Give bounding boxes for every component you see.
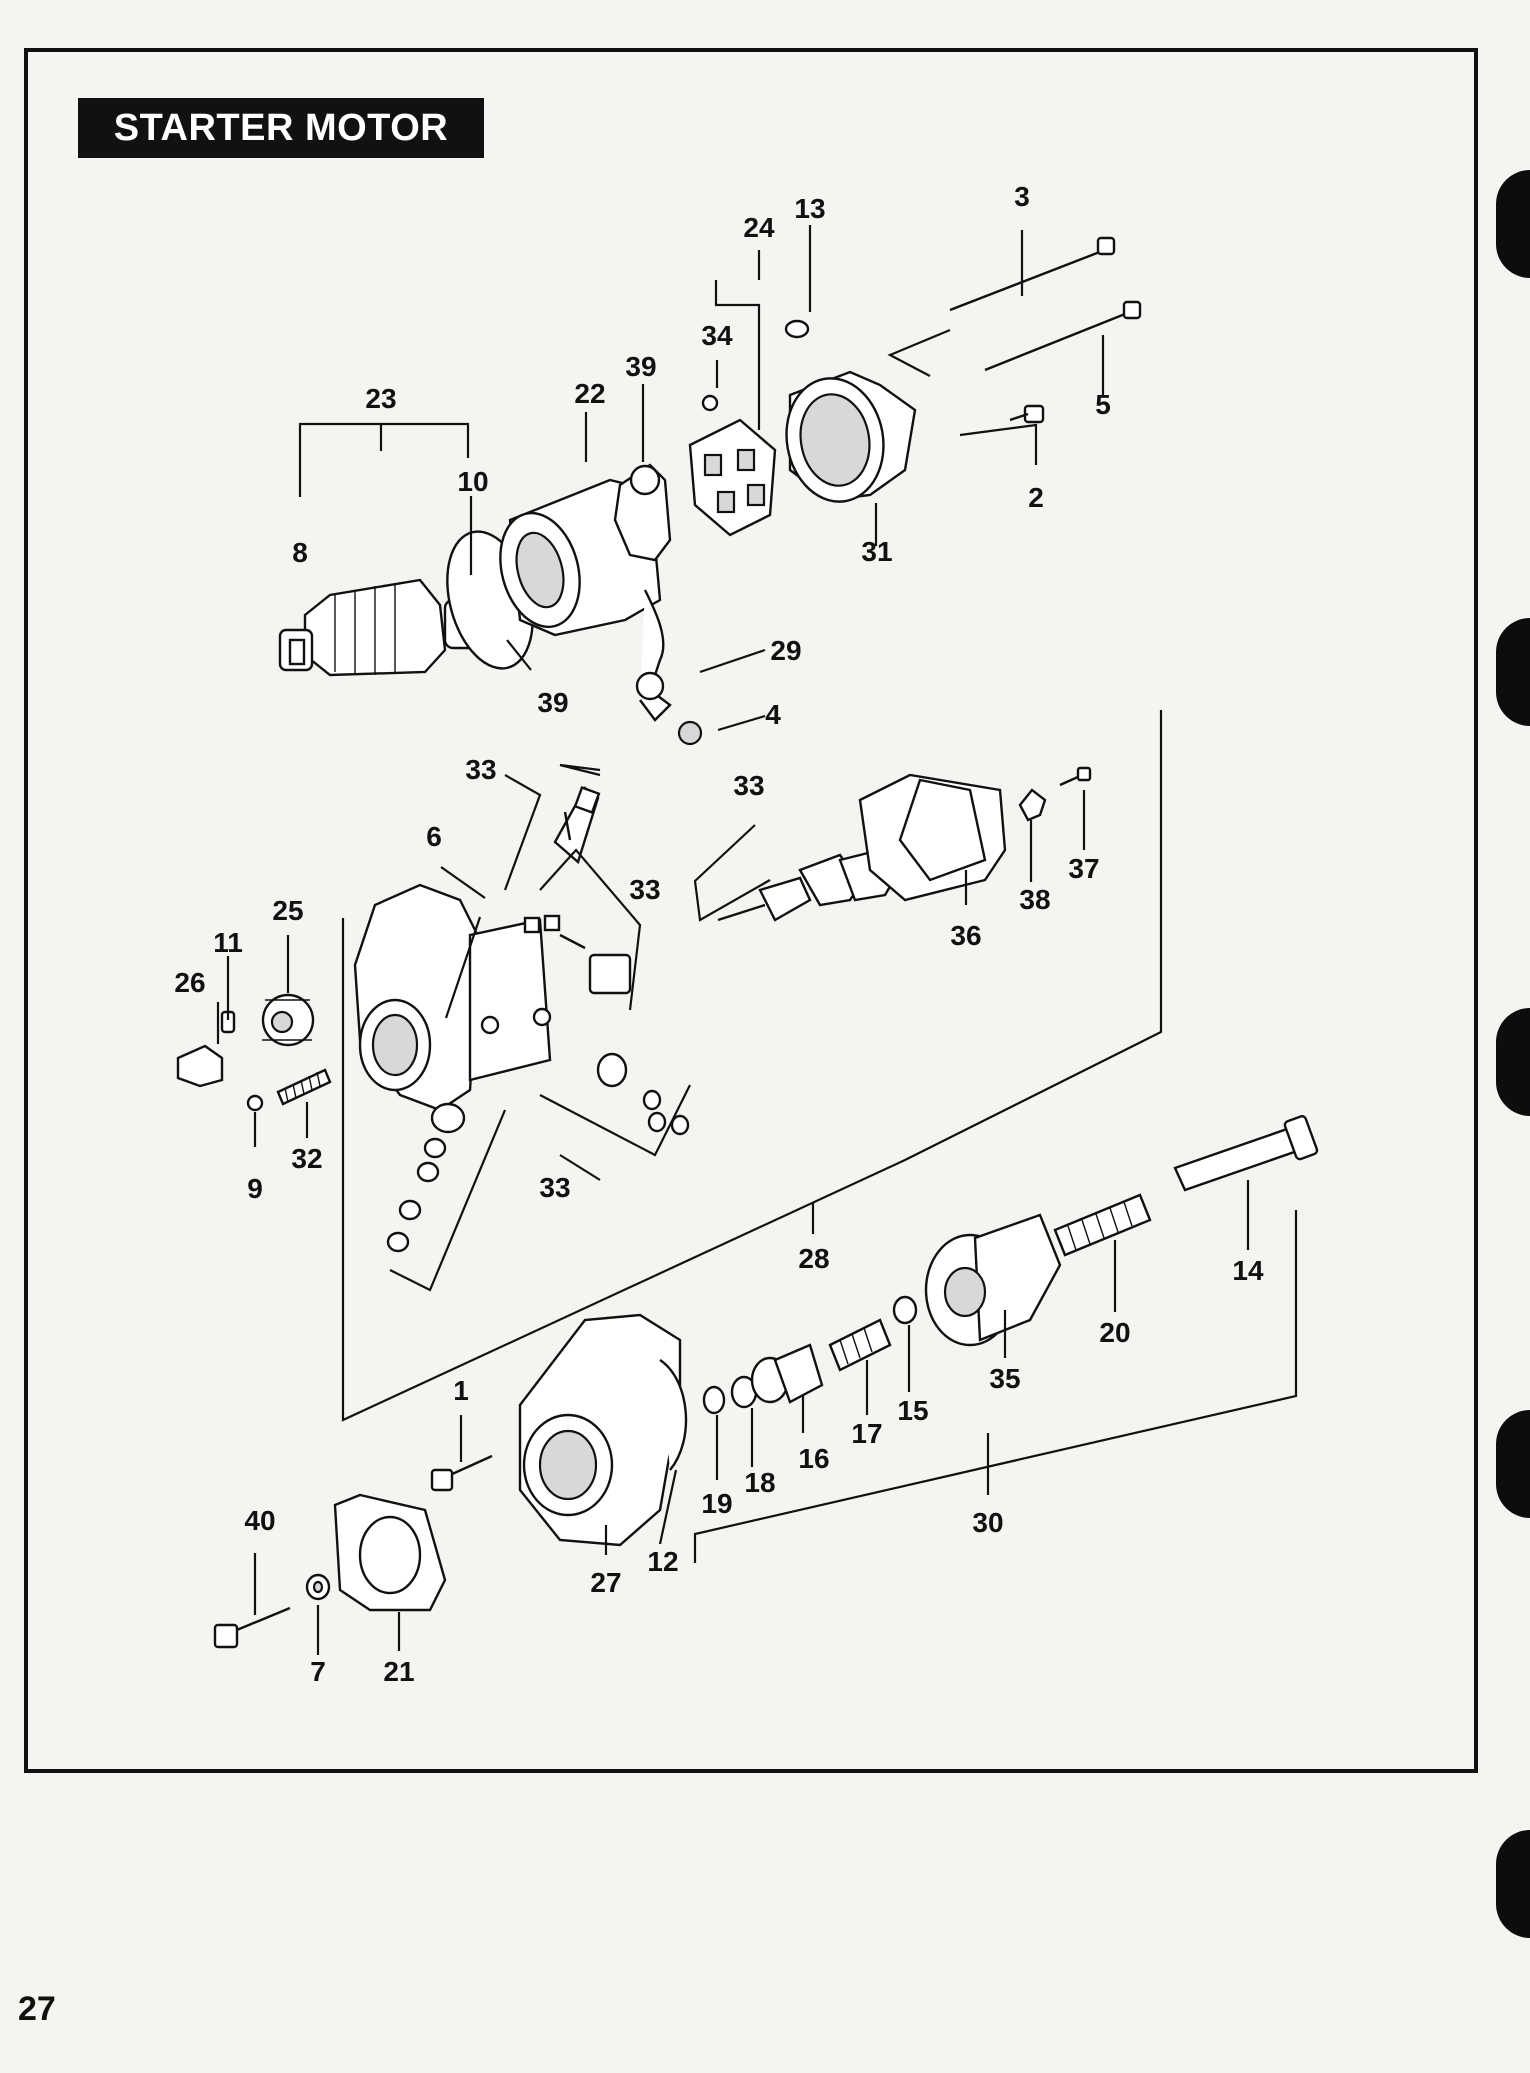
pinion-spring-part: [828, 1318, 892, 1372]
leader-lines: [216, 225, 1298, 1655]
callout-4: 4: [765, 699, 781, 730]
callout-25: 25: [272, 895, 303, 926]
through-bolt-part: [949, 236, 1142, 424]
callout-29: 29: [770, 635, 801, 666]
compression-spring-part: [276, 1068, 332, 1106]
callout-33-c: 33: [629, 874, 660, 905]
callout-27: 27: [590, 1567, 621, 1598]
idler-retainer-part: [176, 1044, 224, 1088]
return-spring-part: [1053, 1193, 1152, 1257]
washer-part: [305, 1573, 331, 1601]
callout-5: 5: [1095, 389, 1111, 420]
callout-39-a: 39: [625, 351, 656, 382]
callout-36: 36: [950, 920, 981, 951]
callout-2: 2: [1028, 482, 1044, 513]
callout-37: 37: [1068, 853, 1099, 884]
brush-holder-part: [688, 394, 777, 537]
clip-part: [1018, 788, 1047, 822]
callout-40: 40: [244, 1505, 275, 1536]
callout-12: 12: [647, 1546, 678, 1577]
edge-tab-marker: [1496, 1410, 1530, 1518]
callout-14: 14: [1232, 1255, 1264, 1286]
callout-33-d: 33: [539, 1172, 570, 1203]
callout-1: 1: [453, 1375, 469, 1406]
gasket-part: [333, 1493, 447, 1612]
pinion-shaft-part: [1173, 1115, 1319, 1192]
diagram-frame: [24, 48, 1478, 1773]
housing-bolt-part: [430, 1454, 493, 1492]
callout-39-b: 39: [537, 687, 568, 718]
page-number: 27: [18, 1990, 56, 2028]
callout-19: 19: [701, 1488, 732, 1519]
idler-gear-part: [261, 993, 315, 1047]
callout-8: 8: [292, 537, 308, 568]
callout-23: 23: [365, 383, 396, 414]
callout-24: 24: [743, 212, 775, 243]
callout-33-b: 33: [733, 770, 764, 801]
callout-32: 32: [291, 1143, 322, 1174]
edge-tab-marker: [1496, 1008, 1530, 1116]
edge-tab-marker: [1496, 618, 1530, 726]
callout-13: 13: [794, 193, 825, 224]
thrust-washer-part: [892, 1295, 918, 1325]
retaining-ring-part: [702, 1375, 758, 1415]
callout-26: 26: [174, 967, 205, 998]
callout-16: 16: [798, 1443, 829, 1474]
callout-33-a: 33: [465, 754, 496, 785]
page-title: STARTER MOTOR: [78, 98, 484, 158]
solenoid-gasket-part: [858, 773, 1007, 902]
callout-28: 28: [798, 1243, 829, 1274]
callout-15: 15: [897, 1395, 928, 1426]
mounting-bolt-part: [213, 1606, 291, 1649]
brush-plate-part: [613, 463, 672, 562]
callout-35: 35: [989, 1363, 1020, 1394]
callout-11: 11: [213, 927, 243, 958]
callout-3: 3: [1014, 181, 1030, 212]
small-screw-part: [1059, 766, 1092, 787]
callout-17: 17: [851, 1418, 882, 1449]
solenoid-housing-part: [353, 883, 552, 1112]
drive-housing-part: [518, 1313, 688, 1547]
callout-10: 10: [457, 466, 488, 497]
contact-washers-part: [386, 1052, 690, 1253]
callout-6: 6: [426, 821, 442, 852]
callout-34: 34: [701, 320, 733, 351]
callout-labels: 1 2 3 4 5 6 7 8 9 10 11 12 13 14 15 16 1…: [174, 181, 1264, 1687]
terminal-bolt-part: [523, 914, 632, 995]
pinion-gear-part: [750, 1343, 824, 1404]
callout-30: 30: [972, 1507, 1003, 1538]
edge-tab-marker: [1496, 1830, 1530, 1938]
callout-18: 18: [744, 1467, 775, 1498]
edge-tab-marker: [1496, 170, 1530, 278]
callout-9: 9: [247, 1173, 263, 1204]
overrunning-clutch-part: [924, 1213, 1062, 1347]
callout-7: 7: [310, 1656, 326, 1687]
callout-31: 31: [861, 536, 892, 567]
callout-21: 21: [383, 1656, 414, 1687]
ball-part: [246, 1094, 264, 1112]
lead-wire-part: [635, 671, 703, 746]
callout-22: 22: [574, 378, 605, 409]
callout-20: 20: [1099, 1317, 1130, 1348]
callout-38: 38: [1019, 884, 1050, 915]
end-cover-part: [784, 319, 917, 503]
